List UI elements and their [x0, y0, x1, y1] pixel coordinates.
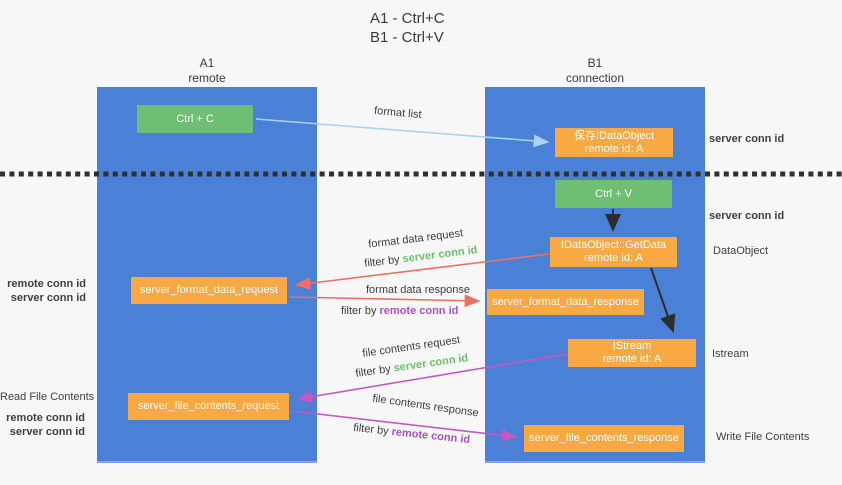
column-b1-role: connection [565, 71, 625, 85]
box-server-format-data-request: server_format_data_request [131, 277, 287, 304]
column-a1-role: remote [188, 71, 226, 85]
label-server-conn-id-2: server conn id [9, 426, 85, 438]
filter-by-prefix: filter by [363, 253, 404, 270]
label-read-file-contents: Read File Contents [0, 391, 95, 403]
label-format-list: format list [373, 104, 423, 122]
label-server-conn-id-top: server conn id [709, 133, 785, 145]
column-a1-name: A1 [199, 56, 215, 70]
label-server-conn-id-mid: server conn id [709, 210, 785, 222]
box-ctrl-c: Ctrl + C [137, 105, 253, 133]
box-ctrl-v-label: Ctrl + V [595, 187, 632, 200]
label-file-contents-response-filter: filter by remote conn id [353, 422, 471, 446]
filter-by-prefix: filter by [354, 362, 395, 380]
box-istream-line1: IStream [612, 340, 652, 352]
column-header-a1: A1 remote [97, 56, 317, 86]
box-server-file-contents-request: server_file_contents_request [128, 393, 289, 420]
box-server-format-data-response: server_format_data_response [487, 289, 644, 315]
label-write-file-contents: Write File Contents [716, 431, 810, 443]
label-format-data-response: format data response [366, 284, 470, 296]
label-remote-conn-id-2: remote conn id [6, 412, 85, 424]
label-dataobject: DataObject [713, 245, 769, 257]
box-idataobject-getdata: IDataObject::GetData remote id: A [550, 237, 677, 267]
filter-key-remote-conn-id: remote conn id [390, 425, 471, 447]
arrow-format-data-response [288, 294, 481, 308]
box-idataobject-getdata-line2: remote id: A [584, 252, 643, 264]
title-line-a1: A1 - Ctrl+C [370, 10, 445, 27]
title-line-b1: B1 - Ctrl+V [370, 29, 444, 46]
column-header-b1: B1 connection [485, 56, 705, 86]
box-save-idataobject-line2: remote id: A [584, 142, 644, 155]
box-server-file-contents-request-label: server_file_contents_request [137, 400, 280, 412]
label-istream: Istream [712, 348, 749, 360]
box-ctrl-c-label: Ctrl + C [176, 112, 214, 125]
box-idataobject-getdata-line1: IDataObject::GetData [560, 239, 667, 251]
box-save-idataobject-line1: 保存IDataObject [573, 129, 655, 142]
label-server-conn-id-1: server conn id [10, 292, 86, 304]
box-server-file-contents-response-label: server_file_contents_response [529, 432, 679, 444]
box-server-file-contents-response: server_file_contents_response [524, 425, 684, 452]
box-server-format-data-request-label: server_format_data_request [139, 284, 279, 296]
label-remote-conn-id-1: remote conn id [7, 278, 86, 290]
filter-by-prefix: filter by [352, 421, 393, 438]
box-save-idataobject: 保存IDataObject remote id: A [555, 128, 673, 157]
label-file-contents-response: file contents response [371, 392, 480, 420]
filter-key-remote-conn-id: remote conn id [379, 305, 459, 317]
box-server-format-data-response-label: server_format_data_response [492, 295, 639, 308]
filter-by-prefix: filter by [341, 305, 380, 317]
filter-key-server-conn-id: server conn id [392, 352, 470, 375]
filter-key-server-conn-id: server conn id [401, 244, 479, 266]
label-format-data-response-filter: filter by remote conn id [341, 305, 458, 317]
box-istream: IStream remote id: A [568, 339, 696, 367]
box-ctrl-v: Ctrl + V [555, 180, 672, 208]
column-b1-name: B1 [587, 56, 603, 70]
diagram-title: A1 - Ctrl+C B1 - Ctrl+V [370, 9, 445, 47]
box-istream-line2: remote id: A [602, 353, 662, 365]
